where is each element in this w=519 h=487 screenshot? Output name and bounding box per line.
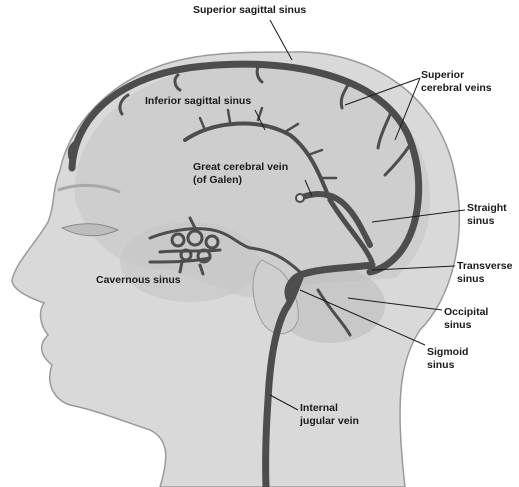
label-transverse-sinus-line1: Transverse bbox=[457, 260, 513, 272]
cerebellum bbox=[275, 267, 385, 343]
label-superior-cerebral-veins-line1: Superior bbox=[421, 69, 464, 81]
occipital-sinus-vessel bbox=[316, 288, 352, 337]
label-transverse-sinus-line2: sinus bbox=[457, 273, 485, 285]
label-great-cerebral-vein-line2: (of Galen) bbox=[193, 174, 242, 186]
label-straight-sinus-line2: sinus bbox=[467, 215, 495, 227]
leader-lines bbox=[254, 19, 466, 411]
label-inferior-sagittal-sinus: Inferior sagittal sinus bbox=[145, 95, 251, 107]
great-cerebral-vein-vessel bbox=[297, 191, 373, 248]
label-occipital-sinus-line2: sinus bbox=[444, 319, 472, 331]
cavernous-sinus-network bbox=[148, 216, 302, 276]
label-superior-cerebral-veins-line2: cerebral veins bbox=[421, 82, 492, 94]
label-internal-jugular-vein-line1: Internal bbox=[300, 402, 338, 414]
label-great-cerebral-vein-line1: Great cerebral vein bbox=[193, 161, 288, 173]
label-cavernous-sinus: Cavernous sinus bbox=[96, 274, 181, 286]
straight-sinus-vessel bbox=[327, 197, 375, 265]
eye bbox=[60, 223, 120, 237]
sigmoid-sinus-vessel bbox=[262, 274, 304, 487]
label-sigmoid-sinus-line2: sinus bbox=[427, 359, 455, 371]
label-internal-jugular-vein-line2: jugular vein bbox=[299, 415, 359, 427]
label-occipital-sinus-line1: Occipital bbox=[444, 306, 488, 318]
great-cerebral-vein-end bbox=[295, 193, 305, 203]
inferior-sagittal-sinus-vessel bbox=[183, 121, 332, 202]
label-superior-sagittal-sinus: Superior sagittal sinus bbox=[193, 4, 306, 16]
label-sigmoid-sinus-line1: Sigmoid bbox=[427, 346, 468, 358]
label-straight-sinus-line1: Straight bbox=[467, 202, 507, 214]
superior-sagittal-sinus-vessel bbox=[68, 60, 423, 276]
labels: Superior sagittal sinus Superior cerebra… bbox=[96, 4, 513, 427]
superior-cerebral-veins bbox=[67, 62, 412, 177]
eyebrow bbox=[57, 183, 121, 194]
